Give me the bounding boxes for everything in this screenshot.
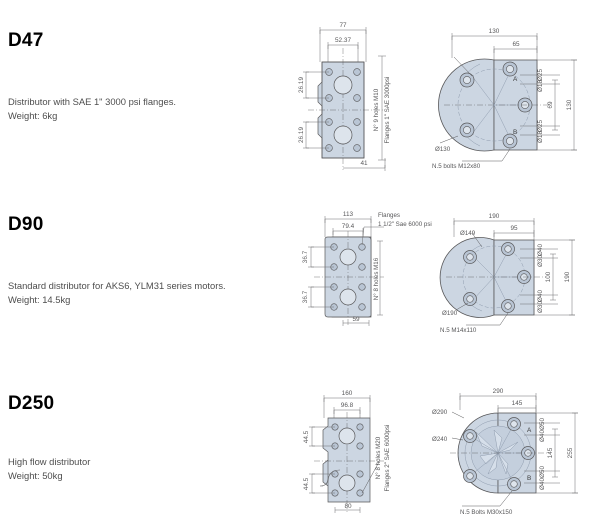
product-title-d90: D90	[8, 214, 44, 235]
annotation-outer-dia: Ø290	[432, 409, 448, 416]
annotation-flange-dia: Ø130	[435, 146, 451, 153]
dim-label-port-spacing: 69	[547, 101, 554, 109]
dim-label-bottom-offset: 59	[352, 316, 360, 323]
product-description-d250: High flow distributor	[8, 456, 91, 467]
dim-label-hole-pitch-bottom: 44.5	[303, 477, 310, 490]
annotation-bolts: N.5 M14x110	[440, 327, 477, 334]
dim-label-port-a-dia2: Ø30	[537, 255, 544, 268]
dim-label-bolt-span: 96.8	[341, 402, 354, 409]
dim-label-port-spacing: 145	[547, 447, 554, 458]
product-block-d47: D47 Distributor with SAE 1" 3000 psi fla…	[0, 18, 616, 178]
product-description-d47: Distributor with SAE 1" 3000 psi flanges…	[8, 96, 176, 107]
dim-label-center-offset: 65	[512, 41, 520, 48]
product-title-d47: D47	[8, 30, 44, 51]
centerlines	[314, 231, 384, 327]
annotation-holes: N° 8 holes M16	[373, 257, 380, 300]
dim-label-port-a-dia: Ø25	[537, 69, 544, 82]
dim-label-bolt-span: 52.37	[335, 37, 351, 44]
product-block-d90: D90 Standard distributor for AKS6, YLM31…	[0, 205, 616, 340]
product-text-d90: D90 Standard distributor for AKS6, YLM31…	[8, 215, 288, 306]
port-label-b: B	[527, 475, 531, 482]
dim-label-port-spacing: 100	[545, 271, 552, 282]
dim-label-bottom-offset: 41	[360, 160, 368, 167]
product-weight-d47: Weight: 6kg	[8, 109, 58, 121]
dim-label-hole-pitch-top: 36.7	[302, 250, 309, 263]
dim-label-hole-pitch-bottom: 36.7	[302, 290, 309, 303]
drawing-d47-end-view: 130 65	[432, 18, 616, 183]
annotation-flange-dia: Ø190	[442, 310, 458, 317]
product-block-d250: D250 High flow distributor Weight: 50kg	[0, 380, 616, 516]
dim-label-overall-width: 77	[339, 22, 347, 29]
bolt-bosses	[463, 417, 535, 491]
dim-label-center-offset: 95	[510, 225, 518, 232]
drawing-d90-front-view: 113 79.4	[292, 205, 432, 335]
dim-label-port-b-dia2: Ø18	[537, 131, 544, 144]
dim-label-overall-width: 113	[343, 211, 354, 218]
dim-label-port-b-dia: Ø50	[539, 466, 546, 479]
product-description-d90: Standard distributor for AKS6, YLM31 ser…	[8, 280, 226, 291]
annotation-holes: N° 8 holes M20	[375, 436, 382, 479]
annotation-bolts: N.5 Bolts M30x150	[460, 509, 513, 516]
port-bore-top	[333, 75, 353, 95]
product-weight-d90: Weight: 14.5kg	[8, 293, 71, 305]
bolt-holes	[330, 243, 366, 311]
drawing-d47-front-view: 77 52.37	[292, 18, 432, 183]
port-bore-bottom	[338, 474, 356, 492]
bolt-bosses	[463, 242, 531, 313]
dim-label-hole-pitch-top: 44.5	[303, 430, 310, 443]
dim-label-port-a-dia: Ø50	[539, 418, 546, 431]
port-bore-top	[338, 427, 356, 445]
dim-label-port-b-dia2: Ø40	[539, 478, 546, 491]
dim-label-port-a-dia2: Ø18	[537, 80, 544, 93]
port-label-b: B	[513, 129, 517, 136]
product-text-d250: D250 High flow distributor Weight: 50kg	[8, 394, 288, 482]
annotation-pilot-dia: Ø240	[432, 436, 448, 443]
annotation-holes: N° 9 holes M10	[373, 88, 380, 131]
product-text-d47: D47 Distributor with SAE 1" 3000 psi fla…	[8, 31, 288, 122]
dim-label-bottom-offset: 80	[344, 503, 352, 510]
port-bore-bottom	[333, 125, 353, 145]
dim-label-overall-width: 160	[342, 390, 353, 397]
dim-label-port-b-dia: Ø40	[537, 290, 544, 303]
dim-label-port-b-dia2: Ø30	[537, 301, 544, 314]
drawing-d250-end-view: 290 145	[432, 380, 616, 521]
drawing-d250-front-view: 160 96.8	[292, 380, 432, 520]
bolt-bosses	[459, 61, 533, 149]
centerlines	[308, 48, 384, 170]
dim-label-overall-width: 290	[493, 388, 504, 395]
drawing-d90-end-view: 190 95	[432, 205, 616, 340]
dim-label-overall-height: 190	[564, 271, 571, 282]
annotation-flanges: Flanges 2" SAE 6000psi	[384, 425, 391, 492]
dim-label-bolt-span: 79.4	[342, 223, 355, 230]
port-label-a: A	[513, 76, 518, 83]
port-bore-top	[339, 248, 357, 266]
dim-label-overall-width: 130	[489, 28, 500, 35]
port-bore-bottom	[339, 288, 357, 306]
dim-label-port-b-dia: Ø25	[537, 120, 544, 133]
annotation-bolts: N.5 bolts M12x80	[432, 163, 481, 170]
dim-label-hole-pitch-top: 26.19	[298, 77, 305, 93]
dim-label-hole-pitch-bottom: 26.19	[298, 127, 305, 143]
annotation-flanges-line2: 1 1/2" Sae 6000 psi	[378, 221, 432, 228]
dim-label-overall-height: 130	[566, 99, 573, 110]
product-weight-d250: Weight: 50kg	[8, 469, 63, 481]
dim-label-port-a-dia: Ø40	[537, 244, 544, 257]
annotation-pilot-dia: Ø149	[460, 230, 476, 237]
dim-label-port-a-dia2: Ø40	[539, 430, 546, 443]
dim-label-overall-width: 190	[489, 213, 500, 220]
dim-label-center-offset: 145	[512, 400, 523, 407]
dim-label-overall-height: 255	[567, 447, 574, 458]
product-title-d250: D250	[8, 393, 55, 414]
annotation-flanges-line1: Flanges	[378, 212, 400, 219]
port-label-a: A	[527, 427, 532, 434]
annotation-flanges: Flanges 1" SAE 3000psi	[384, 77, 391, 144]
